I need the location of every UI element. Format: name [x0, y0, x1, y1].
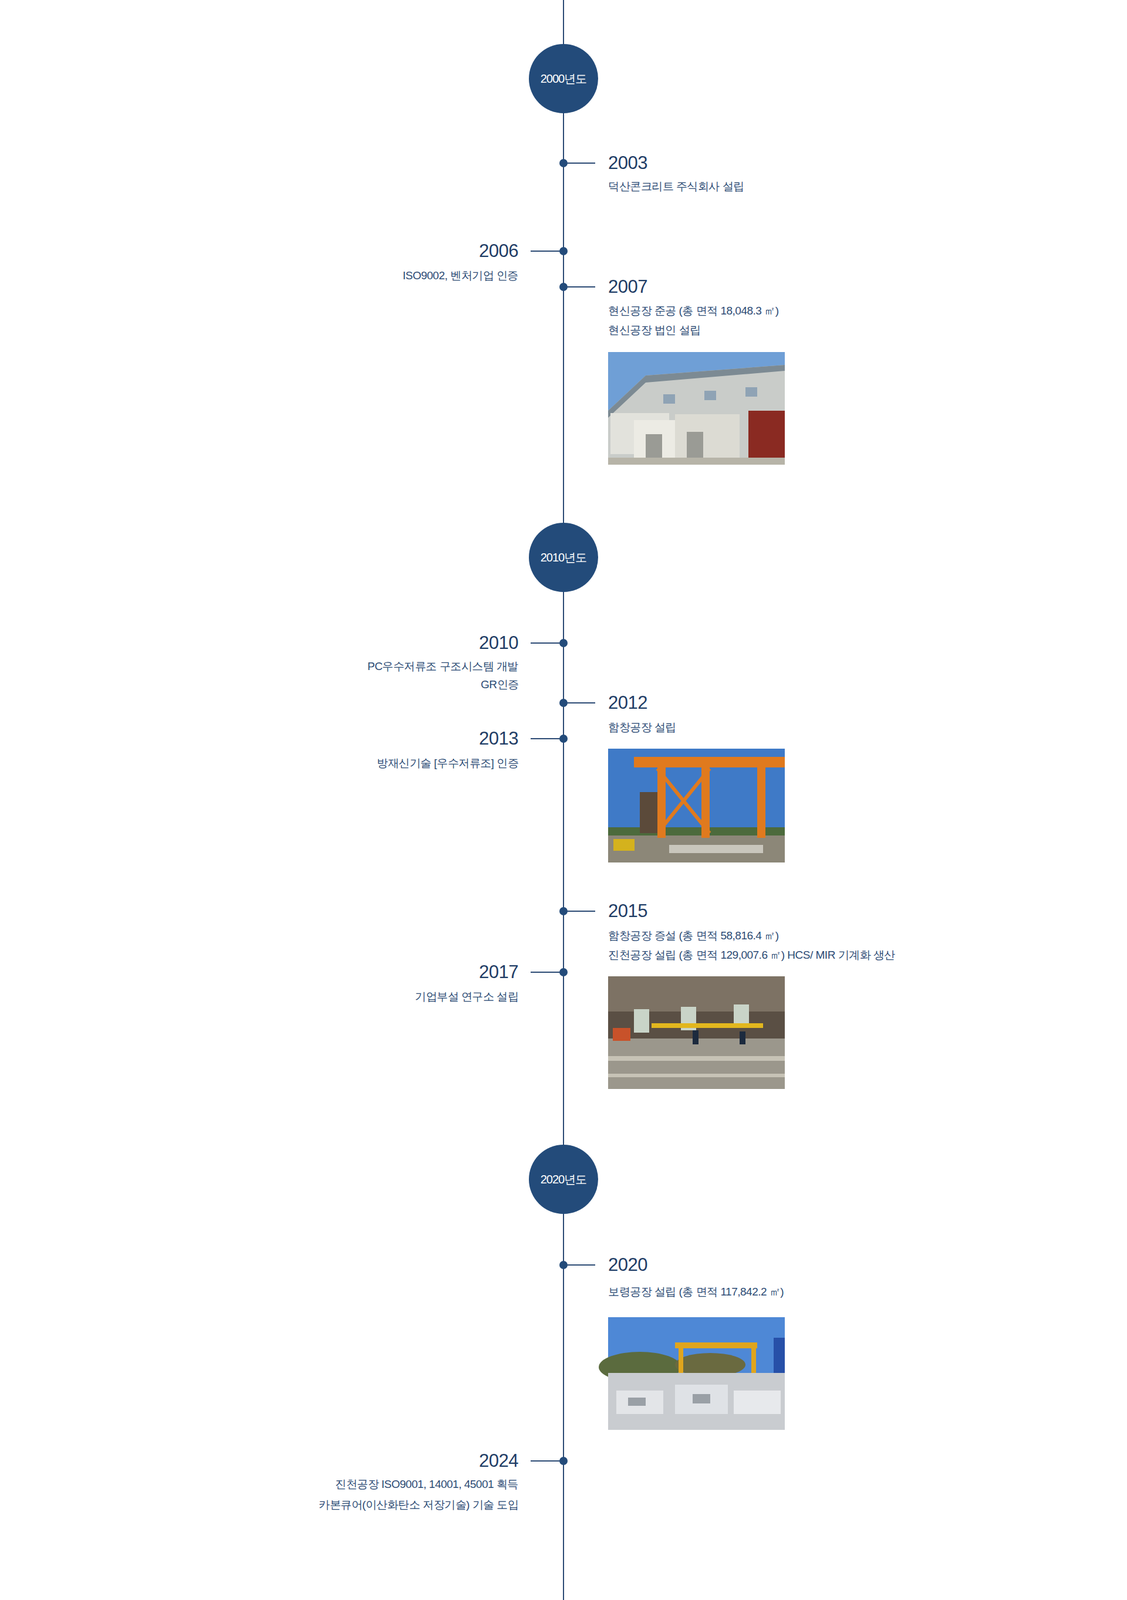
- year-label: 2024: [478, 1450, 519, 1473]
- leader-line: [563, 286, 596, 288]
- leader-line: [563, 162, 596, 164]
- event-description: PC우수저류조 구조시스템 개발: [367, 660, 519, 674]
- event-description: 덕산콘크리트 주식회사 설립: [608, 180, 745, 194]
- decade-circle: 2020년도: [528, 1145, 599, 1215]
- event-description: ISO9002, 벤처기업 인증: [402, 269, 519, 283]
- decade-label: 2000년도: [540, 71, 587, 87]
- event-description: 진천공장 ISO9001, 14001, 45001 획득: [335, 1478, 519, 1493]
- year-label: 2015: [608, 900, 648, 923]
- leader-line: [530, 642, 564, 644]
- event-description: 보령공장 설립 (총 면적 117,842.2 ㎡): [608, 1286, 784, 1300]
- leader-line: [530, 1460, 564, 1463]
- timeline-dot: [559, 1457, 568, 1466]
- decade-label: 2010년도: [540, 549, 587, 566]
- event-description: GR인증: [480, 678, 519, 693]
- decade-circle: 2010년도: [528, 522, 599, 593]
- leader-line: [563, 702, 596, 704]
- year-label: 2007: [608, 275, 648, 298]
- timeline-line: [562, 113, 565, 523]
- event-description: 기업부설 연구소 설립: [414, 990, 519, 1005]
- event-description: 함창공장 증설 (총 면적 58,816.4 ㎡): [608, 929, 779, 944]
- timeline-line: [562, 592, 565, 1146]
- timeline-line: [562, 1214, 565, 1600]
- leader-line: [563, 910, 596, 913]
- timeline-dot: [559, 907, 568, 916]
- event-description: 진천공장 설립 (총 면적 129,007.6 ㎡) HCS/ MIR 기계화 …: [608, 949, 896, 963]
- decade-circle: 2000년도: [528, 44, 599, 114]
- leader-line: [530, 738, 564, 740]
- timeline-dot: [559, 639, 568, 648]
- timeline-dot: [559, 282, 568, 292]
- event-description: 현신공장 법인 설립: [608, 324, 701, 338]
- timeline-dot: [559, 159, 568, 168]
- year-label: 2017: [478, 961, 519, 984]
- gantry-crane-photo: [608, 748, 785, 863]
- event-description: 카본큐어(이산화탄소 저장기술) 기술 도입: [318, 1499, 519, 1513]
- year-label: 2012: [608, 692, 648, 714]
- timeline-line: [562, 0, 565, 45]
- event-description: 방재신기술 [우수저류조] 인증: [376, 757, 519, 771]
- timeline-dot: [559, 1261, 568, 1270]
- factory-interior-photo: [608, 976, 785, 1090]
- year-label: 2010: [478, 632, 519, 654]
- decade-label: 2020년도: [540, 1172, 587, 1189]
- factory-photo: [608, 352, 785, 465]
- event-description: 현신공장 준공 (총 면적 18,048.3 ㎡): [608, 304, 779, 319]
- leader-line: [530, 250, 564, 252]
- year-label: 2006: [478, 240, 519, 262]
- year-label: 2020: [608, 1254, 648, 1277]
- leader-line: [563, 1264, 596, 1267]
- year-label: 2013: [478, 727, 519, 750]
- leader-line: [530, 972, 564, 974]
- timeline-dot: [559, 247, 568, 256]
- timeline-dot: [559, 968, 568, 977]
- precast-yard-photo: [598, 1317, 785, 1431]
- event-description: 함창공장 설립: [608, 721, 677, 735]
- year-label: 2003: [608, 152, 648, 174]
- timeline-dot: [559, 734, 568, 744]
- timeline-dot: [559, 699, 568, 708]
